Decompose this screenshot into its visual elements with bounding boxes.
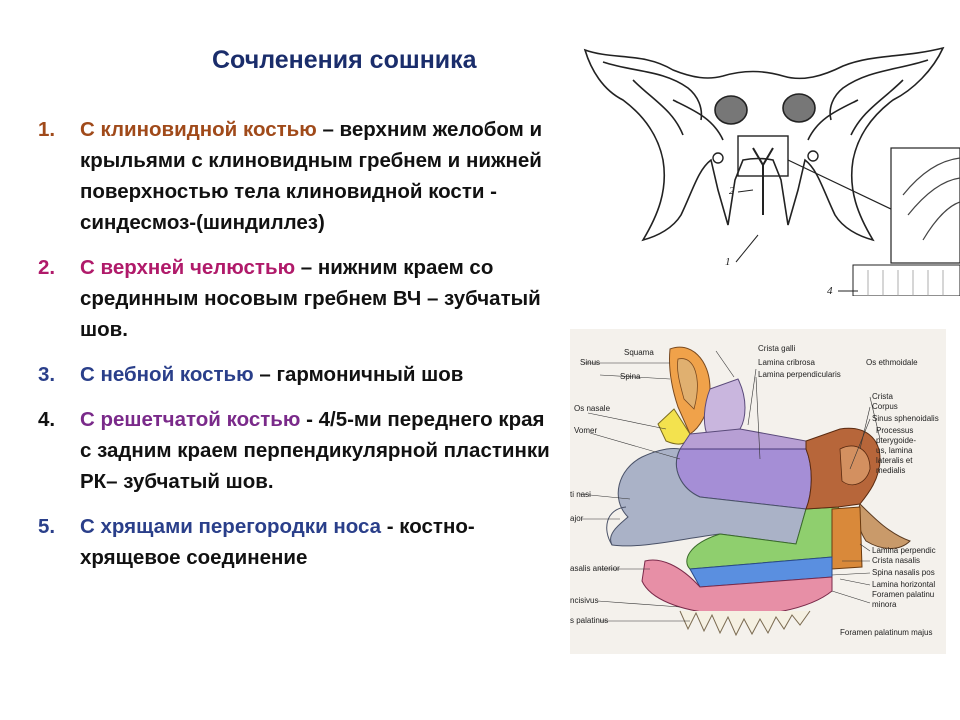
figure-label: 2 (729, 185, 735, 197)
figure-label: Corpus (872, 402, 898, 411)
list-item: 2. С верхней челюстью – нижним краем со … (38, 252, 558, 345)
figure-label: Spina nasalis pos (872, 568, 935, 577)
figure-label: ajor (570, 514, 584, 523)
figure-label: 4 (827, 285, 833, 296)
figure-label: 1 (725, 256, 731, 268)
figure-label: ti nasi (570, 490, 591, 499)
item-heading: С решетчатой костью (80, 408, 301, 431)
list-item: 5. С хрящами перегородки носа - костно-х… (38, 511, 558, 573)
item-number: 3. (38, 363, 56, 386)
figure-label: pterygoide- (876, 436, 916, 445)
figure-label: Sinus sphenoidalis (872, 414, 939, 423)
item-number: 5. (38, 515, 56, 538)
figure-label: Vomer (574, 426, 597, 435)
figure-label: us, lamina (876, 446, 913, 455)
item-number: 1. (38, 118, 56, 141)
figure-label: s palatinus (570, 616, 608, 625)
figure-label: Spina (620, 372, 641, 381)
item-heading: С небной костью (80, 363, 254, 386)
item-text: – нижним краем со срединным носовым греб… (80, 256, 541, 341)
item-text: - 4/5-ми переднего края с задним краем п… (80, 408, 550, 493)
sphenoid-drawing: 2 1 4 (583, 46, 960, 296)
fissure-right (782, 93, 816, 123)
figure-label: Lamina perpendicularis (758, 370, 841, 379)
figure-label: asalis anterior (570, 564, 620, 573)
figure-label: Lamina perpendic (872, 546, 936, 555)
slide-title: Сочленения сошника (212, 46, 477, 74)
figure-label: Os nasale (574, 404, 611, 413)
item-number: 2. (38, 256, 56, 279)
figure-label: Crista (872, 392, 893, 401)
figure-label: Processus (876, 426, 913, 435)
item-number: 4. (38, 408, 56, 431)
nasal-septum-illustration: Sinus Squama Spina Os nasale Vomer ti na… (570, 329, 946, 654)
figure-label: ncisivus (570, 596, 598, 605)
figure-label: medialis (876, 466, 905, 475)
item-text: – верхним желобом и крыльями с клиновидн… (80, 118, 543, 234)
figure-label: minora (872, 600, 897, 609)
list-item: 1. С клиновидной костью – верхним желобо… (38, 114, 558, 238)
figure-label: Squama (624, 348, 654, 357)
list-item: 4. С решетчатой костью - 4/5-ми переднег… (38, 404, 558, 497)
figure-label: lateralis et (876, 456, 913, 465)
figure-label: Crista nasalis (872, 556, 920, 565)
figure-label: Lamina horizontal (872, 580, 935, 589)
figure-label: Foramen palatinu (872, 590, 934, 599)
figure-label: Foramen palatinum majus (840, 628, 932, 637)
inset-detail (890, 147, 960, 264)
figure-label: Lamina cribrosa (758, 358, 815, 367)
fissure-left (714, 95, 748, 125)
item-heading: С хрящами перегородки носа (80, 515, 382, 538)
figure-label: Sinus (580, 358, 600, 367)
item-text: – гармоничный шов (253, 363, 464, 386)
articulation-list: 1. С клиновидной костью – верхним желобо… (38, 114, 558, 587)
item-text: - костно-хрящевое соединение (80, 515, 475, 569)
figure-label: Os ethmoidale (866, 358, 918, 367)
item-heading: С клиновидной костью (80, 118, 317, 141)
figure-label: Crista galli (758, 344, 796, 353)
item-heading: С верхней челюстью (80, 256, 296, 279)
list-item: 3. С небной костью – гармоничный шов (38, 359, 558, 390)
